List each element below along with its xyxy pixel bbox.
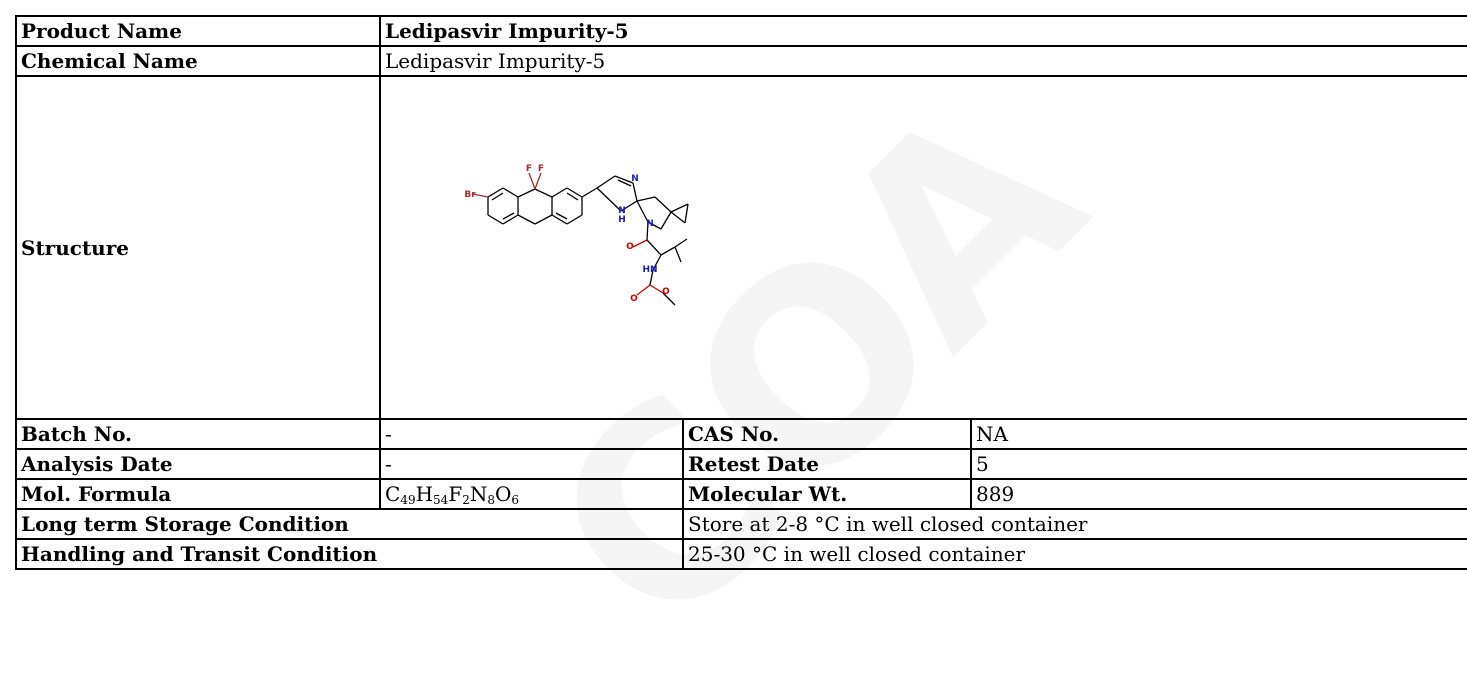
bond bbox=[649, 284, 664, 294]
bond bbox=[502, 187, 519, 198]
bond bbox=[620, 200, 638, 212]
bond bbox=[660, 246, 676, 256]
bond bbox=[654, 196, 672, 213]
row-formula-weight: Mol. Formula C49H54F2N8O6 Molecular Wt. … bbox=[15, 478, 1467, 510]
structure-label: Structure bbox=[15, 75, 381, 420]
cas-no-label: CAS No. bbox=[682, 418, 972, 450]
bond bbox=[517, 188, 536, 198]
bromine-atom-label: Br bbox=[464, 190, 476, 200]
storage-label: Long term Storage Condition bbox=[15, 508, 684, 540]
bond bbox=[614, 175, 634, 184]
bond bbox=[636, 200, 649, 223]
bond bbox=[596, 175, 616, 189]
bond bbox=[528, 172, 536, 190]
bond bbox=[534, 188, 553, 198]
bond bbox=[662, 292, 676, 306]
bond bbox=[674, 238, 688, 248]
bond bbox=[652, 254, 662, 271]
bond bbox=[566, 192, 579, 201]
retest-date-value: 5 bbox=[970, 448, 1467, 480]
bond bbox=[487, 214, 504, 225]
imidazole-nh-label: N bbox=[618, 206, 626, 216]
batch-no-label: Batch No. bbox=[15, 418, 381, 450]
molecular-wt-value: 889 bbox=[970, 478, 1467, 510]
row-batch-cas: Batch No. - CAS No. NA bbox=[15, 418, 1467, 450]
fluorine-atom-label: F bbox=[526, 164, 532, 174]
formula-h: H54 bbox=[415, 482, 449, 507]
retest-date-label: Retest Date bbox=[682, 448, 972, 480]
amine-nh-label: HN bbox=[642, 265, 657, 275]
formula-n: N8 bbox=[469, 482, 495, 507]
bond bbox=[670, 211, 686, 224]
bond bbox=[502, 212, 515, 220]
row-chemical-name: Chemical Name Ledipasvir Impurity-5 bbox=[15, 45, 1467, 77]
analysis-date-value: - bbox=[379, 448, 684, 480]
product-name-value: Ledipasvir Impurity-5 bbox=[379, 15, 1467, 47]
storage-value: Store at 2-8 °C in well closed container bbox=[682, 508, 1467, 540]
mol-formula-label: Mol. Formula bbox=[15, 478, 381, 510]
cas-no-value: NA bbox=[970, 418, 1467, 450]
bond bbox=[684, 203, 689, 224]
bond bbox=[646, 239, 662, 256]
imidazole-hydrogen-label: H bbox=[618, 215, 626, 225]
handling-value: 25-30 °C in well closed container bbox=[682, 538, 1467, 570]
bond bbox=[502, 214, 519, 225]
bond bbox=[551, 187, 568, 198]
product-name-label: Product Name bbox=[15, 15, 381, 47]
bond bbox=[670, 203, 689, 213]
bond bbox=[551, 214, 568, 225]
bond bbox=[647, 221, 662, 230]
bond bbox=[596, 187, 622, 212]
bond bbox=[581, 187, 598, 198]
bond bbox=[649, 269, 654, 286]
amide-oxygen-label: O bbox=[626, 242, 634, 252]
bond bbox=[636, 196, 656, 202]
row-product-name: Product Name Ledipasvir Impurity-5 bbox=[15, 15, 1467, 47]
formula-f: F2 bbox=[448, 482, 470, 507]
bond bbox=[566, 214, 583, 225]
row-handling: Handling and Transit Condition 25-30 °C … bbox=[15, 538, 1467, 570]
bond bbox=[534, 214, 553, 225]
chemical-name-value: Ledipasvir Impurity-5 bbox=[379, 45, 1467, 77]
ester-oxygen-label: O bbox=[662, 287, 670, 297]
bond bbox=[617, 179, 632, 187]
fluorine-atom-label: F bbox=[538, 164, 544, 174]
bond bbox=[487, 187, 504, 198]
carbonyl-oxygen-label: O bbox=[630, 294, 638, 304]
mol-formula-value: C49H54F2N8O6 bbox=[379, 478, 684, 510]
batch-no-value: - bbox=[379, 418, 684, 450]
bond bbox=[534, 172, 542, 190]
bond bbox=[491, 192, 504, 201]
formula-c: C49 bbox=[385, 482, 416, 507]
coa-table: Product Name Ledipasvir Impurity-5 Chemi… bbox=[15, 15, 1467, 570]
bond bbox=[646, 221, 649, 241]
bond bbox=[636, 284, 651, 296]
bond bbox=[555, 212, 568, 220]
handling-label: Handling and Transit Condition bbox=[15, 538, 684, 570]
bond bbox=[566, 187, 583, 198]
chemical-name-label: Chemical Name bbox=[15, 45, 381, 77]
formula-o: O6 bbox=[495, 482, 520, 507]
structure-bonds bbox=[472, 172, 689, 306]
bond bbox=[674, 246, 682, 263]
imidazole-nitrogen-label: N bbox=[631, 174, 639, 184]
analysis-date-label: Analysis Date bbox=[15, 448, 381, 480]
row-storage: Long term Storage Condition Store at 2-8… bbox=[15, 508, 1467, 540]
bond bbox=[632, 239, 648, 248]
bond bbox=[660, 211, 672, 230]
pyrrolidine-nitrogen-label: N bbox=[646, 219, 654, 229]
molecular-wt-label: Molecular Wt. bbox=[682, 478, 972, 510]
bond bbox=[472, 193, 489, 198]
row-dates: Analysis Date - Retest Date 5 bbox=[15, 448, 1467, 480]
bond bbox=[632, 182, 638, 202]
bond bbox=[517, 214, 536, 225]
